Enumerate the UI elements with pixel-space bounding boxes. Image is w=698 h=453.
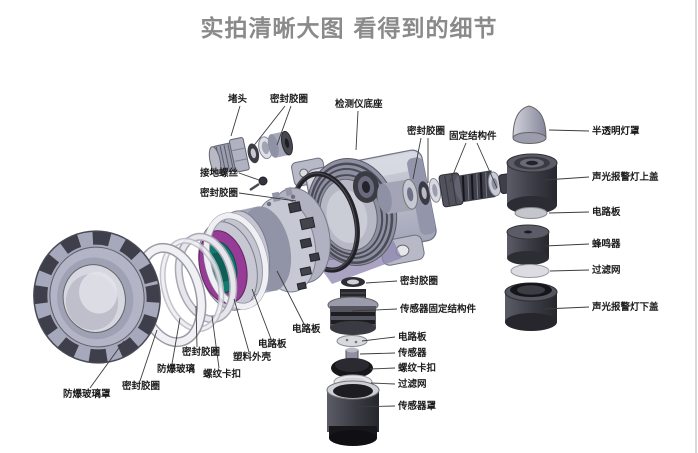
grounding-screw-part	[249, 176, 268, 192]
label-filter-mesh-right: 过滤网	[592, 265, 621, 276]
label-seal-ring-left: 密封胶圈	[200, 188, 239, 199]
label-seal-ring-right: 密封胶圈	[407, 126, 446, 137]
label-translucent-lamp-cover: 半透明灯罩	[592, 126, 640, 137]
label-alarm-lamp-upper-cover: 声光报警灯上盖	[592, 172, 659, 183]
page-title: 实拍清晰大图 看得到的细节	[200, 16, 498, 42]
label-sensor: 传感器	[398, 348, 427, 359]
leader-lines	[89, 105, 590, 408]
label-filter-mesh-middle: 过滤网	[398, 379, 427, 390]
label-sensor-fixing-structure: 传感器固定结构件	[400, 304, 477, 315]
label-alarm-lamp-lower-cover: 声光报警灯下盖	[592, 302, 659, 313]
label-explosionproof-glass: 防爆玻璃	[157, 364, 196, 375]
glass-cover-bezel-part	[33, 230, 161, 364]
label-sensor-cover: 传感器罩	[398, 401, 437, 412]
label-seal-ring-middle: 密封胶圈	[400, 276, 439, 287]
label-detector-base: 检测仪底座	[335, 99, 383, 110]
label-circuit-board-bottom1: 电路板	[258, 339, 287, 350]
label-explosionproof-glass-cover: 防爆玻璃罩	[63, 389, 111, 400]
label-circuit-board-right: 电路板	[592, 207, 621, 218]
label-circuit-board-middle: 电路板	[398, 332, 427, 343]
label-seal-ring-bottom1: 密封胶圈	[122, 381, 161, 392]
plug-parts	[208, 130, 293, 175]
label-grounding-screw: 接地螺丝	[200, 168, 239, 179]
label-thread-buckle-bottom: 螺纹卡扣	[203, 369, 242, 380]
label-seal-ring-bottom2: 密封胶圈	[182, 347, 221, 358]
label-buzzer: 蜂鸣器	[592, 239, 621, 250]
label-thread-buckle-middle: 螺纹卡扣	[398, 363, 437, 374]
sensor-stack-parts	[326, 277, 380, 446]
label-seal-ring-top: 密封胶圈	[270, 94, 309, 105]
seal-and-glass-rings	[133, 232, 238, 348]
label-plastic-shell: 塑料外壳	[233, 352, 272, 363]
alarm-lamp-stack-parts	[504, 105, 558, 331]
right-border-line	[695, 0, 697, 453]
label-plug: 堵头	[228, 94, 248, 105]
label-circuit-board-bottom2: 电路板	[292, 324, 321, 335]
label-fixing-structure: 固定结构件	[449, 131, 497, 142]
